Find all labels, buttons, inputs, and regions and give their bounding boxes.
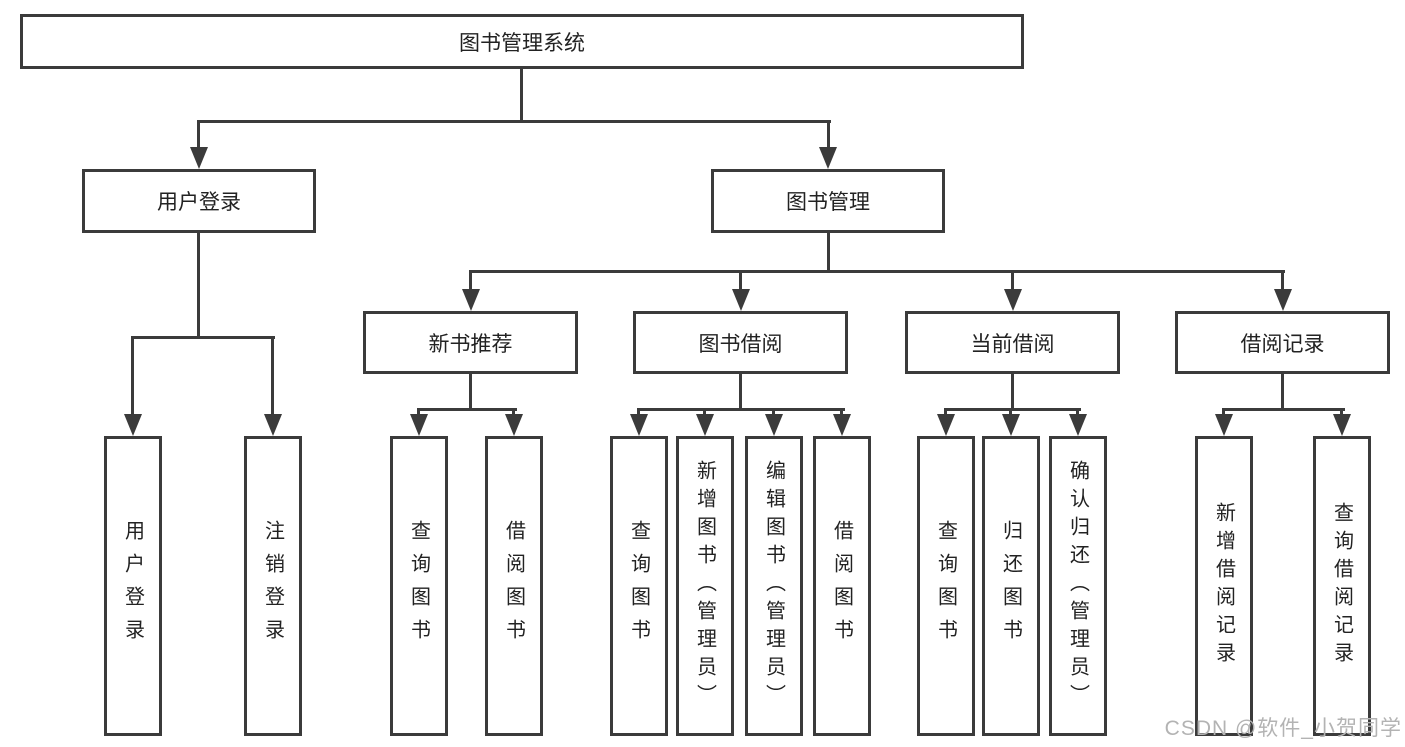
leaf-logout: 注销登录: [244, 436, 302, 736]
node-borrow-records: 借阅记录: [1175, 311, 1390, 374]
arrow-down-icon: [1004, 289, 1022, 311]
arrow-down-icon: [264, 414, 282, 436]
line-segment: [469, 270, 1285, 273]
arrow-down-icon: [505, 414, 523, 436]
line-segment: [944, 408, 947, 416]
arrow-down-icon: [765, 414, 783, 436]
line-segment: [637, 408, 845, 411]
line-segment: [1009, 408, 1012, 416]
arrow-down-icon: [124, 414, 142, 436]
arrow-down-icon: [1333, 414, 1351, 436]
line-segment: [520, 69, 523, 123]
node-root: 图书管理系统: [20, 14, 1024, 69]
line-segment: [944, 408, 1081, 411]
line-segment: [739, 374, 742, 411]
arrow-down-icon: [1215, 414, 1233, 436]
node-new-book-recommend: 新书推荐: [363, 311, 578, 374]
line-segment: [469, 270, 472, 291]
line-segment: [1222, 408, 1225, 416]
line-segment: [1011, 374, 1014, 411]
arrow-down-icon: [1002, 414, 1020, 436]
line-segment: [840, 408, 843, 416]
leaf-nbr-borrow-books: 借阅图书: [485, 436, 543, 736]
line-segment: [197, 233, 200, 338]
line-segment: [703, 408, 706, 416]
arrow-down-icon: [833, 414, 851, 436]
line-segment: [739, 270, 742, 291]
arrow-down-icon: [410, 414, 428, 436]
line-segment: [1340, 408, 1343, 416]
leaf-bb-borrow-books: 借阅图书: [813, 436, 871, 736]
line-segment: [1076, 408, 1079, 416]
arrow-down-icon: [1069, 414, 1087, 436]
arrow-down-icon: [630, 414, 648, 436]
leaf-cb-confirm-return-admin: 确认归还（管理员）: [1049, 436, 1107, 736]
arrow-down-icon: [462, 289, 480, 311]
line-segment: [512, 408, 515, 416]
line-segment: [827, 233, 830, 273]
line-segment: [469, 374, 472, 411]
line-segment: [197, 120, 200, 149]
line-segment: [772, 408, 775, 416]
arrow-down-icon: [819, 147, 837, 169]
line-segment: [417, 408, 517, 411]
node-current-borrow: 当前借阅: [905, 311, 1120, 374]
csdn-watermark: CSDN @软件_小贺同学: [1164, 717, 1402, 740]
line-segment: [271, 336, 274, 416]
line-segment: [1281, 270, 1284, 291]
leaf-user-login: 用户登录: [104, 436, 162, 736]
arrow-down-icon: [937, 414, 955, 436]
line-segment: [131, 336, 134, 416]
line-segment: [1281, 374, 1284, 411]
line-segment: [417, 408, 420, 416]
arrow-down-icon: [1274, 289, 1292, 311]
line-segment: [197, 120, 831, 123]
leaf-bb-query-books: 查询图书: [610, 436, 668, 736]
arrow-down-icon: [696, 414, 714, 436]
arrow-down-icon: [190, 147, 208, 169]
leaf-br-query-record: 查询借阅记录: [1313, 436, 1371, 736]
leaf-bb-edit-books-admin: 编辑图书（管理员）: [745, 436, 803, 736]
leaf-bb-add-books-admin: 新增图书（管理员）: [676, 436, 734, 736]
line-segment: [827, 120, 830, 149]
line-segment: [1011, 270, 1014, 291]
leaf-br-add-record: 新增借阅记录: [1195, 436, 1253, 736]
node-book-management: 图书管理: [711, 169, 945, 233]
line-segment: [1222, 408, 1345, 411]
line-segment: [131, 336, 275, 339]
node-book-borrow: 图书借阅: [633, 311, 848, 374]
leaf-cb-return-books: 归还图书: [982, 436, 1040, 736]
leaf-nbr-query-books: 查询图书: [390, 436, 448, 736]
line-segment: [637, 408, 640, 416]
arrow-down-icon: [732, 289, 750, 311]
leaf-cb-query-books: 查询图书: [917, 436, 975, 736]
node-user-login: 用户登录: [82, 169, 316, 233]
